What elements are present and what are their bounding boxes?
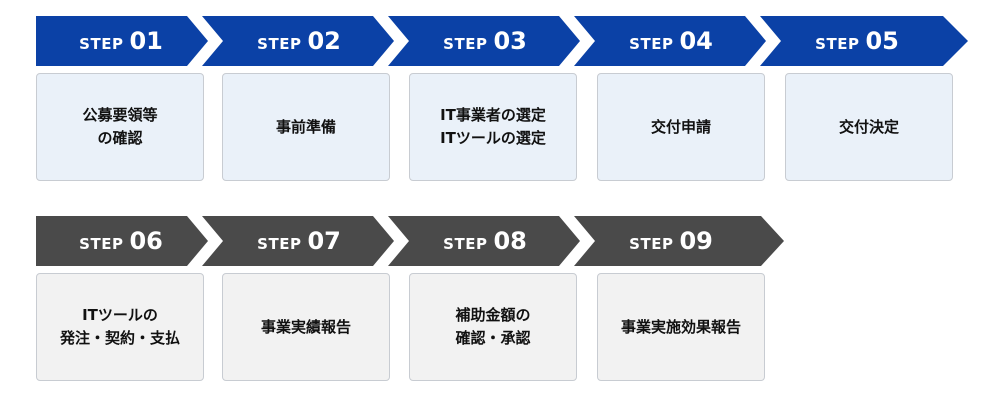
step-07-text: 事業実績報告 [260, 317, 351, 336]
step-09-label: STEP 09 [586, 216, 756, 266]
step-word: STEP [257, 235, 302, 253]
step-08-label: STEP 08 [400, 216, 570, 266]
step-08-card: 補助金額の 確認・承認 [409, 273, 577, 381]
step-word: STEP [815, 35, 860, 53]
step-03-label: STEP 03 [400, 16, 570, 66]
step-number: 01 [129, 27, 163, 55]
step-09-text: 事業実施効果報告 [620, 317, 741, 336]
step-08-text: 補助金額の 確認・承認 [455, 306, 531, 347]
step-03-card: IT事業者の選定 ITツールの選定 [409, 73, 577, 181]
step-09-arrow [574, 216, 784, 266]
step-05-text: 交付決定 [838, 117, 899, 136]
step-arrow-bar-2: STEP 06 STEP 07 STEP 08 STEP 09 [0, 216, 1000, 266]
step-number: 09 [679, 227, 713, 255]
arrow-shapes-1 [36, 16, 968, 66]
step-01-card: 公募要領等 の確認 [36, 73, 204, 181]
step-05-arrow [760, 16, 968, 66]
step-04-text: 交付申請 [650, 117, 711, 136]
step-number: 07 [307, 227, 341, 255]
step-04-card: 交付申請 [597, 73, 765, 181]
step-word: STEP [79, 35, 124, 53]
step-02-card: 事前準備 [222, 73, 390, 181]
step-number: 06 [129, 227, 163, 255]
step-01-label: STEP 01 [36, 16, 206, 66]
step-06-arrow [36, 216, 208, 266]
arrow-shapes-2 [36, 216, 784, 266]
step-number: 02 [307, 27, 341, 55]
step-word: STEP [257, 35, 302, 53]
step-06-text: ITツールの 発注・契約・支払 [59, 306, 180, 347]
step-07-arrow [202, 216, 394, 266]
step-06-card: ITツールの 発注・契約・支払 [36, 273, 204, 381]
step-number: 08 [493, 227, 527, 255]
step-word: STEP [443, 235, 488, 253]
step-02-arrow [202, 16, 394, 66]
step-number: 04 [679, 27, 713, 55]
step-06-label: STEP 06 [36, 216, 206, 266]
step-07-label: STEP 07 [214, 216, 384, 266]
step-02-text: 事前準備 [275, 117, 336, 136]
step-04-arrow [574, 16, 766, 66]
step-02-label: STEP 02 [214, 16, 384, 66]
step-word: STEP [79, 235, 124, 253]
step-word: STEP [629, 235, 674, 253]
step-arrow-bar-1: STEP 01 STEP 02 STEP 03 STEP 04 STEP 05 [0, 16, 1000, 66]
step-05-card: 交付決定 [785, 73, 953, 181]
step-03-text: IT事業者の選定 ITツールの選定 [440, 106, 546, 147]
step-word: STEP [443, 35, 488, 53]
step-09-card: 事業実施効果報告 [597, 273, 765, 381]
step-03-arrow [388, 16, 580, 66]
step-01-arrow [36, 16, 208, 66]
step-05-label: STEP 05 [772, 16, 942, 66]
step-number: 03 [493, 27, 527, 55]
step-08-arrow [388, 216, 580, 266]
step-word: STEP [629, 35, 674, 53]
step-01-text: 公募要領等 の確認 [82, 106, 158, 147]
step-04-label: STEP 04 [586, 16, 756, 66]
step-number: 05 [865, 27, 899, 55]
step-07-card: 事業実績報告 [222, 273, 390, 381]
